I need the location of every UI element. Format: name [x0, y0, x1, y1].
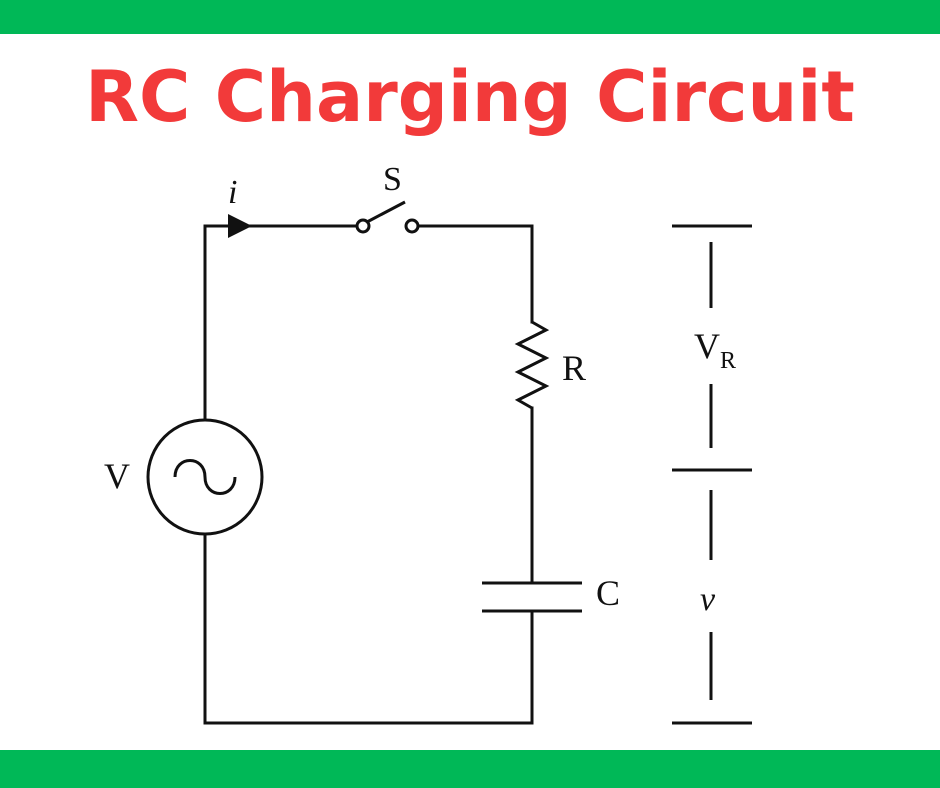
source-label: V — [104, 456, 130, 496]
top-accent-band — [0, 0, 940, 34]
capacitor-voltage-label: v — [700, 581, 716, 618]
current-label: i — [228, 174, 237, 211]
resistor-voltage-subscript: R — [720, 348, 736, 374]
resistor-label: R — [562, 348, 586, 388]
capacitor-symbol — [482, 581, 582, 613]
capacitor-label: C — [596, 573, 620, 613]
voltage-indicator — [672, 224, 752, 725]
resistor-symbol — [514, 320, 550, 410]
sine-wave-icon — [173, 459, 237, 495]
switch-label: S — [383, 161, 402, 198]
switch-symbol — [355, 200, 420, 234]
resistor-voltage-base: V — [694, 326, 720, 366]
page-title: RC Charging Circuit — [85, 56, 855, 138]
current-arrow-icon — [228, 214, 252, 238]
bottom-accent-band — [0, 750, 940, 788]
ac-voltage-source-symbol — [146, 418, 264, 536]
resistor-voltage-label: VR — [694, 326, 736, 374]
